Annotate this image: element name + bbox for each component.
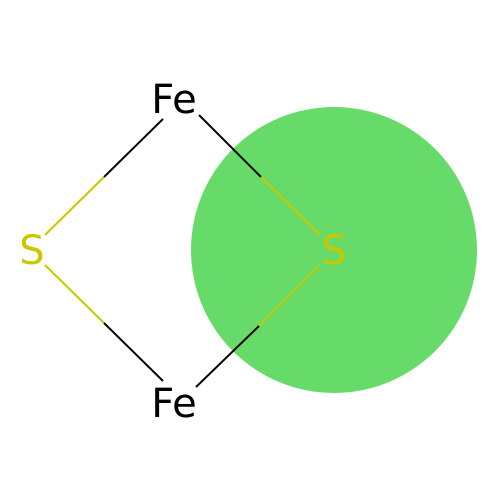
bond-half-fe	[198, 114, 262, 178]
bond-half-fe	[103, 118, 164, 178]
bond-fe-top-s-left	[44, 118, 164, 236]
atom-label-fe-top: Fe	[151, 77, 196, 123]
bond-half-s	[44, 176, 105, 236]
bond-fe-top-s-right	[198, 114, 321, 236]
bond-half-s	[260, 176, 321, 236]
bond-half-fe	[195, 325, 260, 388]
bond-fe-bottom-s-left	[44, 264, 164, 382]
bond-half-s	[258, 264, 321, 327]
bond-half-s	[44, 264, 105, 324]
atom-label-s-right: S	[321, 228, 346, 274]
bond-fe-bottom-s-right	[195, 264, 321, 388]
bond-half-fe	[103, 322, 164, 382]
atom-label-fe-bottom: Fe	[151, 381, 196, 427]
atom-label-s-left: S	[19, 228, 44, 274]
